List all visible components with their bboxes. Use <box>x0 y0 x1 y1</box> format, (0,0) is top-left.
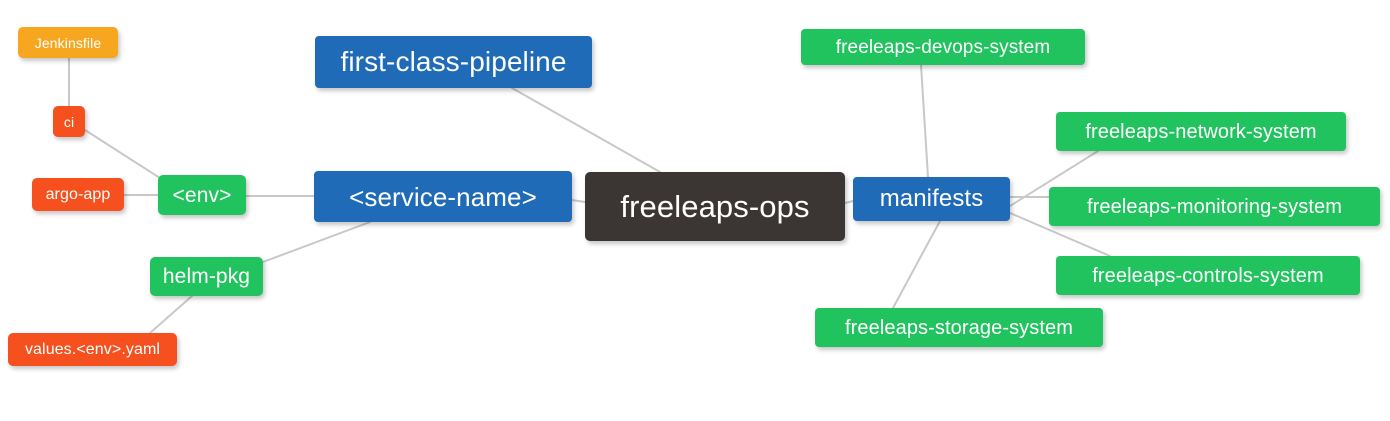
node-label-values-yaml: values.<env>.yaml <box>24 340 161 358</box>
e-manifests-storage <box>892 220 941 309</box>
e-ops-manifests <box>844 200 854 204</box>
node-freeleaps-network-system[interactable]: freeleaps-network-system <box>1056 112 1346 151</box>
node-label-manifests: manifests <box>879 185 984 212</box>
node-label-first-class-pipeline: first-class-pipeline <box>340 46 567 77</box>
node-jenkinsfile[interactable]: Jenkinsfile <box>18 27 118 58</box>
node-label-service-name: <service-name> <box>349 181 537 212</box>
node-label-freeleaps-monitoring-system: freeleaps-monitoring-system <box>1086 195 1342 218</box>
node-label-freeleaps-ops: freeleaps-ops <box>620 189 810 224</box>
e-servicename-ops <box>571 199 586 203</box>
e-ci-env <box>84 129 161 179</box>
node-label-ci: ci <box>63 113 75 130</box>
node-freeleaps-storage-system[interactable]: freeleaps-storage-system <box>815 308 1103 347</box>
node-freeleaps-monitoring-system[interactable]: freeleaps-monitoring-system <box>1049 187 1380 226</box>
node-ci[interactable]: ci <box>53 106 85 137</box>
node-label-argo-app: argo-app <box>45 185 111 203</box>
node-argo-app[interactable]: argo-app <box>32 178 124 211</box>
e-pipeline-ops <box>511 87 661 173</box>
node-label-env: <env> <box>172 183 232 207</box>
node-first-class-pipeline[interactable]: first-class-pipeline <box>315 36 592 88</box>
node-label-freeleaps-controls-system: freeleaps-controls-system <box>1092 264 1324 287</box>
node-service-name[interactable]: <service-name> <box>314 171 572 222</box>
node-freeleaps-devops-system[interactable]: freeleaps-devops-system <box>801 29 1085 65</box>
node-label-freeleaps-storage-system: freeleaps-storage-system <box>844 316 1074 339</box>
node-env[interactable]: <env> <box>158 175 246 215</box>
node-helm-pkg[interactable]: helm-pkg <box>150 257 263 296</box>
node-freeleaps-ops[interactable]: freeleaps-ops <box>585 172 845 241</box>
node-manifests[interactable]: manifests <box>853 177 1010 221</box>
node-label-freeleaps-devops-system: freeleaps-devops-system <box>835 36 1051 58</box>
node-label-helm-pkg: helm-pkg <box>162 265 251 288</box>
node-label-jenkinsfile: Jenkinsfile <box>34 34 102 51</box>
e-manifests-devops <box>920 64 929 178</box>
e-helmpkg-servicename <box>262 221 371 263</box>
e-valuesyaml-helmpkg <box>149 295 193 334</box>
node-label-freeleaps-network-system: freeleaps-network-system <box>1085 120 1317 143</box>
node-freeleaps-controls-system[interactable]: freeleaps-controls-system <box>1056 256 1360 295</box>
node-values-yaml[interactable]: values.<env>.yaml <box>8 333 177 366</box>
